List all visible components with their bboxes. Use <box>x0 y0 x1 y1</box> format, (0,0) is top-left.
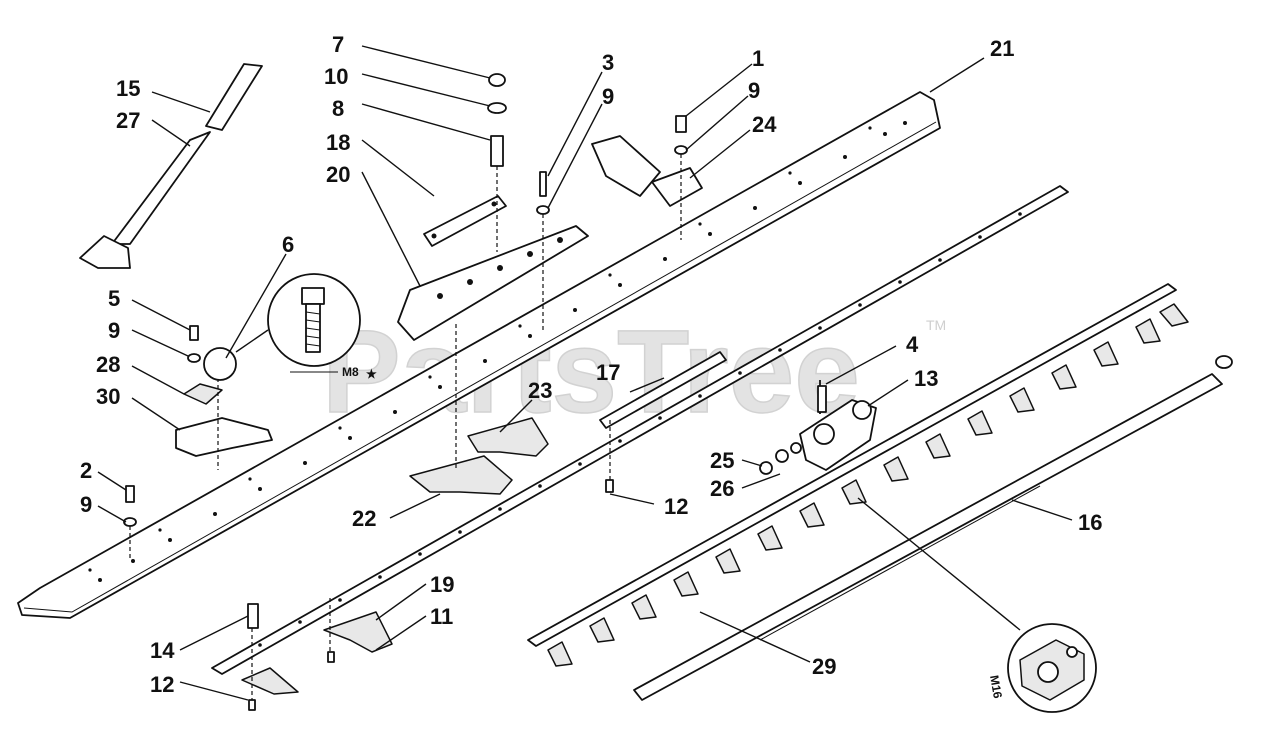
drive-rod[interactable] <box>633 355 1233 701</box>
star-mark: ★ <box>366 367 377 381</box>
detail-bolt-m8: M8 ★ <box>203 273 377 381</box>
callout-2[interactable]: 2 <box>80 458 92 483</box>
callout-12-bottom[interactable]: 12 <box>150 672 174 697</box>
bolt-size-label: M8 <box>342 365 359 379</box>
callout-19[interactable]: 19 <box>430 572 454 597</box>
callout-6[interactable]: 6 <box>282 232 294 257</box>
detail-nut-m16: M16 <box>857 497 1097 713</box>
callout-12-center[interactable]: 12 <box>664 494 688 519</box>
leader-lines <box>97 45 1073 701</box>
callout-21[interactable]: 21 <box>990 36 1014 61</box>
callout-25[interactable]: 25 <box>710 448 734 473</box>
handle-assembly[interactable] <box>79 63 263 269</box>
callout-3[interactable]: 3 <box>602 50 614 75</box>
ledger-plates[interactable] <box>241 351 727 695</box>
callout-4[interactable]: 4 <box>906 332 919 357</box>
callout-18[interactable]: 18 <box>326 130 350 155</box>
callout-9-left[interactable]: 9 <box>108 318 120 343</box>
callout-7[interactable]: 7 <box>332 32 344 57</box>
fasteners[interactable] <box>123 73 827 711</box>
mount-bracket[interactable] <box>397 195 589 341</box>
callout-17[interactable]: 17 <box>596 360 620 385</box>
watermark-trademark: TM <box>926 317 946 333</box>
callout-numbers: 7 10 8 18 20 15 27 3 9 1 9 24 21 6 5 9 2… <box>80 32 1102 697</box>
callout-27[interactable]: 27 <box>116 108 140 133</box>
callout-20[interactable]: 20 <box>326 162 350 187</box>
callout-9-bottom-left[interactable]: 9 <box>80 492 92 517</box>
callout-11[interactable]: 11 <box>430 604 453 629</box>
callout-26[interactable]: 26 <box>710 476 734 501</box>
callout-29[interactable]: 29 <box>812 654 836 679</box>
callout-8[interactable]: 8 <box>332 96 344 121</box>
callout-23[interactable]: 23 <box>528 378 552 403</box>
callout-13[interactable]: 13 <box>914 366 938 391</box>
callout-28[interactable]: 28 <box>96 352 120 377</box>
clamp-plate[interactable] <box>175 383 273 457</box>
callout-16[interactable]: 16 <box>1078 510 1102 535</box>
callout-22[interactable]: 22 <box>352 506 376 531</box>
knife-assembly[interactable] <box>527 283 1189 667</box>
guard-rail[interactable] <box>211 185 1069 675</box>
knife-head-shield[interactable] <box>591 135 703 207</box>
callout-30[interactable]: 30 <box>96 384 120 409</box>
callout-24[interactable]: 24 <box>752 112 777 137</box>
nut-size-label: M16 <box>987 674 1005 700</box>
callout-15[interactable]: 15 <box>116 76 140 101</box>
callout-1[interactable]: 1 <box>752 46 764 71</box>
callout-5[interactable]: 5 <box>108 286 120 311</box>
cutter-bar[interactable] <box>17 91 941 619</box>
callout-9-top-right[interactable]: 9 <box>748 78 760 103</box>
callout-14[interactable]: 14 <box>150 638 175 663</box>
callout-10[interactable]: 10 <box>324 64 348 89</box>
callout-9-top-left[interactable]: 9 <box>602 84 614 109</box>
